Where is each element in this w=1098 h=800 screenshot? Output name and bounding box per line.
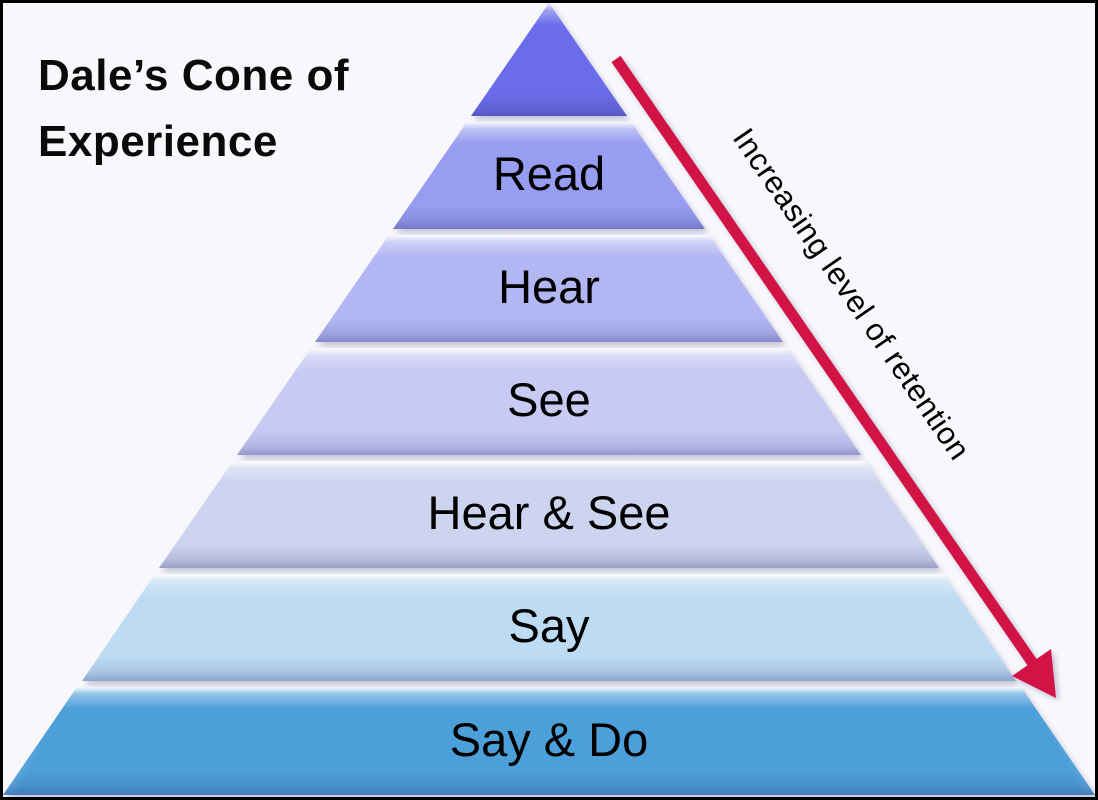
pyramid-layer-say-and-do: Say & Do: [3, 687, 1095, 795]
diagram-title: Dale’s Cone of Experience: [38, 43, 349, 175]
pyramid-layer-say-wrap: Say: [3, 574, 1095, 681]
pyramid-layer-hear-label: Hear: [498, 260, 600, 313]
pyramid-layer-say-and-do-wrap: Say & Do: [3, 687, 1095, 795]
pyramid-layer-apex-wrap: [3, 3, 1095, 116]
pyramid-layer-say-label: Say: [508, 599, 590, 652]
pyramid-layer-hear-and-see: Hear & See: [159, 461, 939, 568]
diagram-title-line1: Dale’s Cone of: [38, 51, 349, 100]
pyramid-layer-say-and-do-label: Say & Do: [449, 712, 649, 766]
pyramid-layer-hear-and-see-wrap: Hear & See: [3, 461, 1095, 568]
pyramid-layer-say: Say: [82, 574, 1016, 681]
pyramid-layer-hear: Hear: [315, 235, 783, 342]
pyramid-layer-hear-and-see-label: Hear & See: [427, 486, 671, 539]
diagram-title-line2: Experience: [38, 117, 278, 166]
pyramid-layer-hear-wrap: Hear: [3, 235, 1095, 342]
pyramid-layer-see-label: See: [507, 373, 591, 426]
pyramid-layer-read-label: Read: [492, 147, 606, 200]
